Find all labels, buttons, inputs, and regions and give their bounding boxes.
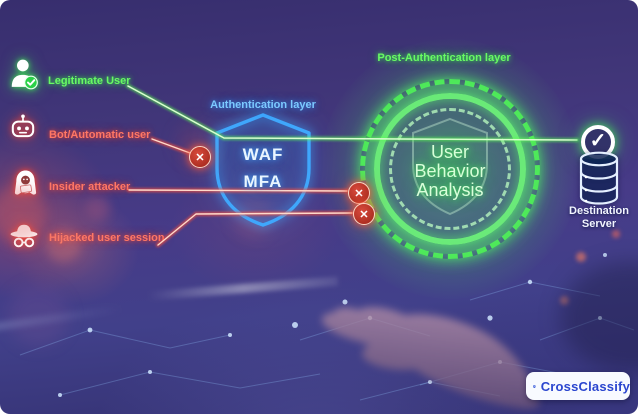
- inner-dashed-ring: [389, 108, 511, 230]
- main-ring: [374, 93, 526, 245]
- insider-attacker-label: Insider attacker: [49, 181, 131, 193]
- destination-server-label: Destination Server: [569, 205, 629, 230]
- inner-shield-icon: [412, 117, 488, 216]
- legitimate-user-icon: [11, 59, 38, 90]
- insider-attacker-icon: [14, 170, 37, 195]
- user-behavior-analysis-text: User Behavior Analysis: [414, 142, 486, 200]
- waf-label: WAF: [242, 145, 284, 164]
- legitimate-user-label: Legitimate User: [48, 75, 131, 87]
- hand-silhouette: [321, 307, 540, 409]
- database-icon: [579, 151, 619, 205]
- hijacked-session-icon: [10, 224, 38, 248]
- bot-user-label: Bot/Automatic user: [49, 129, 151, 141]
- outer-dashed-ring: [360, 79, 540, 259]
- crossclassify-shield-icon: [533, 384, 536, 388]
- authentication-layer-label: Authentication layer: [210, 99, 316, 111]
- blocked-x-icon-insider: ✕: [348, 182, 370, 204]
- post-authentication-layer-label: Post-Authentication layer: [377, 52, 511, 64]
- mfa-label: MFA: [243, 172, 283, 191]
- hijacked-session-label: Hijacked user session: [49, 232, 165, 244]
- blocked-x-icon-bot: ✕: [189, 146, 211, 168]
- authentication-shield: [215, 113, 311, 227]
- bot-user-icon: [11, 114, 35, 138]
- blocked-x-icon-hijacked: ✕: [353, 203, 375, 225]
- crossclassify-name: CrossClassify: [540, 378, 630, 394]
- crossclassify-logo[interactable]: CrossClassify: [526, 372, 630, 400]
